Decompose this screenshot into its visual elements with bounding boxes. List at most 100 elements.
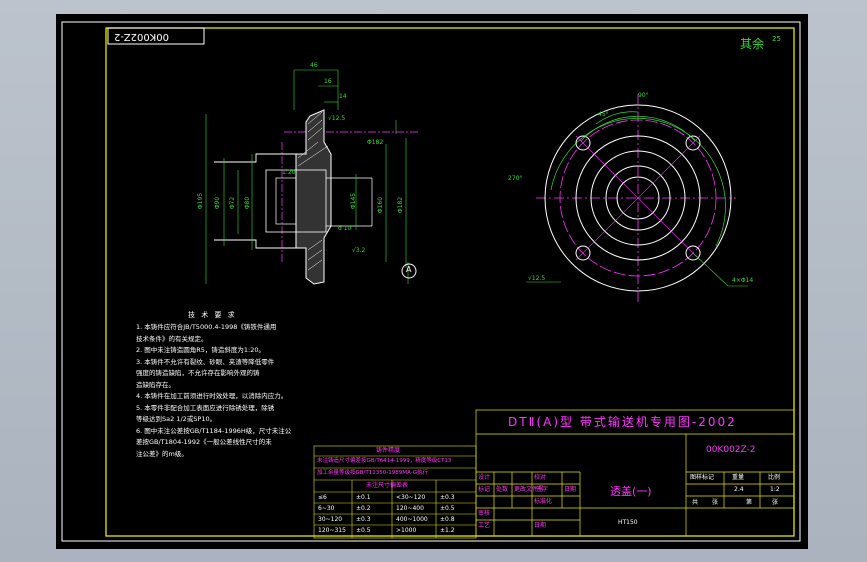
role-label: 审核 — [478, 510, 491, 517]
tol-cell: ±0.2 — [356, 505, 371, 512]
inner-bore-circle — [616, 176, 660, 220]
bolt-hole-se — [685, 245, 701, 261]
note-line: 5. 本零件非配合加工表面应进行除锈处理，除锈 — [136, 403, 275, 412]
plan-view — [526, 94, 748, 304]
sheet-label: 共 — [692, 499, 699, 506]
tol-cell: 30~120 — [318, 516, 343, 523]
outer-frame — [61, 21, 801, 542]
datum-a-circle — [401, 263, 417, 279]
dim-side-6: Φ182 — [397, 196, 405, 214]
mark-label: 重量 — [732, 474, 745, 481]
roughness-value: 25 — [772, 35, 781, 43]
rev-header: 更改文件号 — [514, 486, 545, 493]
dim-side-1: Φ90 — [214, 196, 222, 210]
tol-cell: >1000 — [396, 527, 417, 534]
section-note-2: 1:20 — [282, 169, 296, 176]
roughness-label: 其余 — [740, 37, 765, 51]
hole-leader — [526, 252, 748, 287]
hub-circle — [590, 150, 686, 246]
bolt-circle — [559, 119, 717, 277]
mark-label: 图样标记 — [690, 474, 715, 481]
dimension-lines — [205, 69, 409, 284]
dim-side-4: Φ145 — [350, 192, 358, 210]
note-line: 2. 图中未注铸造圆角R5，铸造斜度为1:20。 — [136, 346, 266, 354]
rev-header: 签字 — [536, 486, 549, 493]
title-block-grid — [475, 409, 795, 537]
angle-arc-45 — [595, 111, 639, 125]
section-view — [205, 69, 418, 285]
angle-arc-270 — [550, 117, 726, 247]
bolt-hole-nw — [575, 135, 591, 151]
role-label: 标准化 — [534, 498, 553, 505]
boss-circle — [575, 135, 701, 261]
note-line: 技术条件》的有关规定。 — [136, 334, 208, 343]
rev-header: 日期 — [564, 486, 577, 493]
drawing-no-tag: 00K002Z-2 — [114, 31, 170, 42]
section-note-0: √12.5 — [328, 115, 346, 122]
part-name: 透盖(一) — [610, 485, 652, 498]
note-line: 6. 图中未注公差按GB/T1184-1996H级，尺寸未注公 — [136, 426, 292, 435]
angle-inner-label: 45° — [598, 111, 609, 118]
hatching — [297, 111, 329, 271]
tol-cell: ≤6 — [318, 494, 327, 501]
section-note-1: √3.2 — [352, 247, 366, 254]
notes-title: 技 术 要 求 — [188, 311, 237, 319]
plan-surface-mark: √12.5 — [528, 275, 546, 282]
rev-header: 标记 — [478, 486, 491, 493]
sheet-background — [56, 14, 808, 549]
dim-side-5: Φ160 — [377, 196, 385, 214]
tol-cell: ±0.5 — [356, 527, 371, 534]
note-line: 注公差》的m级。 — [136, 449, 188, 458]
datum-label: A — [406, 265, 412, 274]
bore-circle — [605, 165, 671, 231]
tol-cell: ±0.3 — [440, 494, 455, 501]
sheet-label: 张 — [712, 499, 719, 506]
dim-side-3: Φ80 — [244, 196, 252, 210]
note-line: 3. 本铸件不允许有裂纹、砂眼、夹渣等降低零件 — [136, 357, 275, 366]
note-line: 等级达到Sa2 1/2或SP10。 — [136, 415, 217, 423]
tol-cell: 400~1000 — [396, 516, 428, 523]
note-line: 1. 本铸件应符合JB/T5000.4-1998《铸铁件通用 — [136, 323, 277, 331]
tolerance-title: 铸件精度 — [376, 447, 401, 454]
tol-cell: ±0.8 — [440, 516, 455, 523]
role-label: 工艺 — [478, 522, 491, 529]
tol-cell: <30~120 — [396, 494, 426, 501]
tolerance-note-1: 加工余量等级按GB/T11350-1989MA-G执行 — [317, 470, 429, 476]
role-label: 日期 — [534, 522, 547, 529]
tol-cell: ±0.1 — [356, 494, 371, 501]
inner-frame — [105, 27, 795, 537]
hole-callout: 4×Φ14 — [732, 277, 754, 284]
note-line: 强度的铸造缺陷，不允许存在影响外观的铸 — [136, 369, 260, 377]
weight-value: 2.4 — [734, 486, 744, 493]
tol-cell: 120~400 — [396, 505, 424, 512]
drawing-sheet: 00K002Z-2 其余 25 46 16 14 Φ195 Φ90 Φ72 Φ8… — [56, 14, 808, 549]
dim-top-0: 46 — [310, 62, 318, 69]
series-title: DTⅡ(A)型 带式输送机专用图-2002 — [508, 415, 737, 429]
drawing-canvas — [56, 14, 808, 549]
dim-side-7: Φ182 — [367, 139, 384, 146]
drawing-code: 00K002Z-2 — [706, 445, 756, 455]
dim-top-1: 16 — [324, 78, 332, 85]
rev-header: 处数 — [496, 486, 509, 493]
note-line: 造缺陷存在。 — [136, 380, 175, 389]
scale-value: 1:2 — [770, 486, 780, 493]
tolerance-header: 未注尺寸偏差表 — [366, 482, 409, 489]
tol-cell: ±0.5 — [440, 505, 455, 512]
dim-top-2: 14 — [339, 93, 347, 100]
sheet-label: 张 — [772, 499, 779, 506]
dim-side-2: Φ72 — [229, 196, 237, 210]
bolt-hole-ne — [685, 135, 701, 151]
angle-arc-label: 270° — [508, 175, 523, 182]
notes-list: 1. 本铸件应符合JB/T5000.4-1998《铸铁件通用 技术条件》的有关规… — [136, 324, 291, 462]
note-line: 差按GB/T1804-1992《一般公差线性尺寸的未 — [136, 438, 272, 446]
diagonals — [575, 135, 701, 261]
section-note-3: d 10 — [338, 225, 352, 232]
angle-top-label: 90° — [638, 92, 649, 99]
note-line: 4. 本铸件在加工前须进行时效处理，以消除内应力。 — [136, 392, 288, 400]
role-label: 校对 — [534, 474, 547, 481]
mark-label: 比例 — [768, 474, 781, 481]
angle-arc-90 — [580, 115, 696, 142]
sheet-label: 第 — [746, 499, 753, 506]
tol-cell: 6~30 — [318, 505, 335, 512]
tolerance-note-0: 未注铸造尺寸偏差按GB/T6414-1999，精度等级CT13 — [317, 458, 452, 464]
